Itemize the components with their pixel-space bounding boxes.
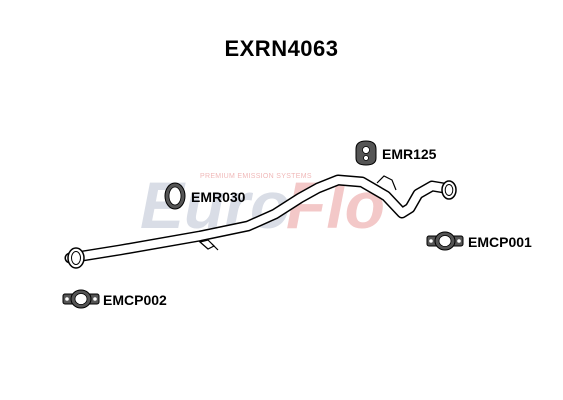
- component-label-emcp002: EMCP002: [103, 292, 167, 308]
- pipe-clamp-icon: [426, 231, 464, 251]
- pipe-bracket-upper: [376, 175, 397, 191]
- part-number-title: EXRN4063: [224, 36, 339, 61]
- gasket-ring-icon: [164, 182, 186, 210]
- pipe-clamp-icon: [62, 289, 100, 309]
- component-label-emr030: EMR030: [191, 189, 246, 205]
- watermark-logo: Euro Flo PREMIUM EMISSION SYSTEMS: [140, 168, 385, 242]
- component-label-emr125: EMR125: [382, 146, 437, 162]
- watermark-tagline: PREMIUM EMISSION SYSTEMS: [200, 173, 312, 180]
- component-label-emcp001: EMCP001: [468, 234, 532, 250]
- exhaust-pipe: [64, 174, 457, 269]
- rubber-hanger-icon: [355, 140, 377, 166]
